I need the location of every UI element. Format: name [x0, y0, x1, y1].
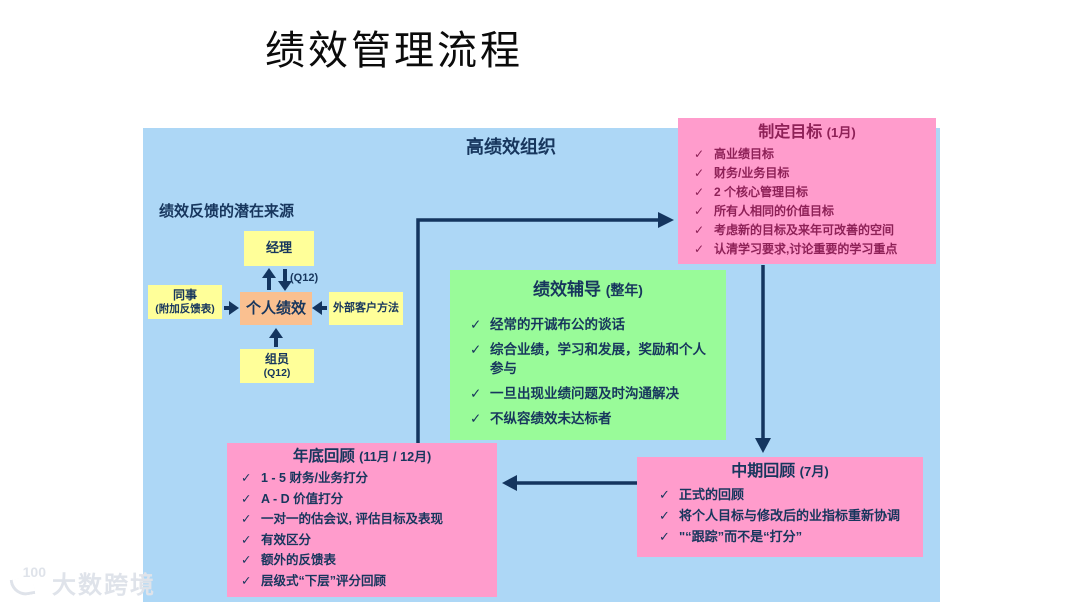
check-item-text: 将个人目标与修改后的业指标重新协调: [679, 508, 901, 523]
check-icon: ✓: [470, 411, 482, 426]
check-item-text: 综合业绩，学习和发展，奖励和个人参与: [490, 342, 706, 376]
check-item-text: 一对一的估会议, 评估目标及表现: [261, 512, 443, 526]
check-icon: ✓: [659, 529, 670, 544]
check-icon: ✓: [241, 491, 252, 506]
check-item: ✓ 有效区分: [239, 530, 493, 551]
check-item-text: 层级式“下层”评分回顾: [261, 573, 387, 588]
check-item: ✓ 考虑新的目标及来年可改善的空间: [692, 221, 928, 240]
check-item: ✓ A - D 价值打分: [239, 489, 493, 510]
watermark-logo-text: 100: [22, 564, 46, 580]
check-item-text: 1 - 5 财务/业务打分: [261, 471, 368, 485]
check-item: ✓ 层级式“下层”评分回顾: [239, 571, 493, 592]
page-title: 绩效管理流程: [265, 29, 523, 73]
yearend-items: ✓ 1 - 5 财务/业务打分 ✓ A - D 价值打分 ✓ 一对一的估会议, 评估目标及…: [231, 467, 493, 591]
check-item: ✓ 将个人目标与修改后的业指标重新协调: [657, 505, 917, 526]
q12-label: (Q12): [290, 272, 319, 284]
yearend-title-text: 年底回顾: [292, 448, 355, 465]
check-item: ✓ 正式的回顾: [657, 484, 917, 505]
personal-performance-label: 个人绩效: [245, 299, 306, 317]
check-icon: ✓: [241, 471, 252, 485]
midyear-items: ✓ 正式的回顾 ✓ 将个人目标与修改后的业指标重新协调 ✓ "“跟踪”而不是“打分”: [643, 482, 917, 547]
check-icon: ✓: [694, 166, 705, 180]
peers-sublabel: (附加反馈表): [155, 302, 215, 315]
team-member-sublabel: (Q12): [263, 366, 291, 379]
external-customer-label: 外部客户方法: [333, 302, 399, 315]
yearend-period: (11月 / 12月): [359, 449, 432, 464]
check-icon: ✓: [241, 532, 252, 547]
goal-setting-items: ✓ 高业绩目标 ✓ 财务/业务目标 ✓ 2 个核心管理目标 ✓ 所有人相同的价值目标 ✓ 考虑新的…: [684, 143, 930, 259]
goal-setting-box: 制定目标 (1月) ✓ 高业绩目标 ✓ 财务/业务目标 ✓ 2 个核心管理目标 ✓ 所有人相同…: [678, 118, 936, 264]
check-item-text: 经常的开诚布公的谈话: [490, 317, 625, 332]
coaching-title-text: 绩效辅导: [533, 280, 602, 299]
personal-performance-box: 个人绩效: [240, 292, 312, 325]
midyear-title-text: 中期回顾: [731, 463, 796, 480]
check-item-text: 所有人相同的价值目标: [714, 204, 835, 218]
manager-box: 经理: [244, 231, 314, 266]
watermark-text: 大数跨境: [52, 572, 156, 599]
check-icon: ✓: [694, 147, 705, 161]
org-label: 高绩效组织: [466, 137, 556, 157]
check-icon: ✓: [659, 487, 670, 502]
goal-setting-period: (1月): [826, 125, 856, 140]
yearend-title: 年底回顾 (11月 / 12月): [231, 446, 493, 467]
manager-label: 经理: [265, 240, 292, 256]
check-item: ✓ "“跟踪”而不是“打分”: [657, 526, 917, 547]
coaching-title: 绩效辅导 (整年): [458, 279, 718, 301]
check-item-text: 2 个核心管理目标: [714, 185, 809, 199]
external-customer-box: 外部客户方法: [329, 292, 403, 325]
check-icon: ✓: [659, 508, 670, 523]
check-icon: ✓: [694, 204, 705, 218]
check-icon: ✓: [241, 512, 252, 526]
goal-setting-title: 制定目标 (1月): [684, 122, 930, 143]
coaching-box: 绩效辅导 (整年) ✓ 经常的开诚布公的谈话 ✓ 综合业绩，学习和发展，奖励和个人参与…: [450, 270, 726, 440]
check-item-text: 高业绩目标: [714, 147, 775, 161]
goal-setting-title-text: 制定目标: [758, 124, 823, 141]
check-item-text: 正式的回顾: [679, 487, 745, 502]
check-icon: ✓: [694, 185, 705, 199]
check-icon: ✓: [470, 386, 482, 401]
coaching-period: (整年): [605, 282, 643, 298]
check-icon: ✓: [694, 223, 705, 237]
check-item: ✓ 财务/业务目标: [692, 164, 928, 183]
peers-label: 同事: [172, 288, 197, 303]
check-item-text: 财务/业务目标: [714, 166, 790, 180]
check-item: ✓ 认清学习要求,讨论重要的学习重点: [692, 240, 928, 259]
check-item: ✓ 综合业绩，学习和发展，奖励和个人参与: [468, 340, 716, 378]
check-item-text: 认清学习要求,讨论重要的学习重点: [714, 242, 898, 256]
check-item-text: 考虑新的目标及来年可改善的空间: [714, 223, 895, 237]
check-item: ✓ 不纵容绩效未达标者: [468, 409, 716, 428]
check-item: ✓ 所有人相同的价值目标: [692, 202, 928, 221]
midyear-period: (7月): [799, 464, 829, 479]
feedback-sources-heading: 绩效反馈的潜在来源: [159, 203, 295, 220]
check-icon: ✓: [241, 573, 252, 588]
check-item: ✓ 1 - 5 财务/业务打分: [239, 468, 493, 489]
midyear-title: 中期回顾 (7月): [643, 461, 917, 482]
check-icon: ✓: [694, 242, 705, 256]
check-item: ✓ 高业绩目标: [692, 145, 928, 164]
check-item: ✓ 额外的反馈表: [239, 550, 493, 571]
yearend-review-box: 年底回顾 (11月 / 12月) ✓ 1 - 5 财务/业务打分 ✓ A - D 价值…: [227, 443, 497, 597]
check-icon: ✓: [470, 342, 482, 357]
watermark: 100 大数跨境: [9, 564, 156, 599]
team-member-box: 组员 (Q12): [240, 349, 314, 383]
peers-box: 同事 (附加反馈表): [148, 285, 222, 319]
check-item: ✓ 经常的开诚布公的谈话: [468, 315, 716, 334]
watermark-logo-icon: 100: [9, 564, 46, 598]
check-item-text: 不纵容绩效未达标者: [490, 411, 612, 426]
coaching-items: ✓ 经常的开诚布公的谈话 ✓ 综合业绩，学习和发展，奖励和个人参与 ✓ 一旦出现业绩问题及…: [458, 301, 718, 428]
check-item-text: 额外的反馈表: [261, 553, 337, 567]
check-item: ✓ 2 个核心管理目标: [692, 183, 928, 202]
check-item-text: 一旦出现业绩问题及时沟通解决: [490, 386, 679, 401]
check-item: ✓ 一旦出现业绩问题及时沟通解决: [468, 384, 716, 403]
check-icon: ✓: [241, 553, 252, 567]
midyear-review-box: 中期回顾 (7月) ✓ 正式的回顾 ✓ 将个人目标与修改后的业指标重新协调 ✓ "“跟踪”…: [637, 457, 923, 557]
check-item-text: 有效区分: [261, 532, 312, 547]
check-icon: ✓: [470, 317, 482, 332]
check-item-text: "“跟踪”而不是“打分”: [679, 529, 803, 544]
check-item-text: A - D 价值打分: [261, 491, 344, 506]
team-member-label: 组员: [264, 352, 289, 367]
check-item: ✓ 一对一的估会议, 评估目标及表现: [239, 509, 493, 530]
